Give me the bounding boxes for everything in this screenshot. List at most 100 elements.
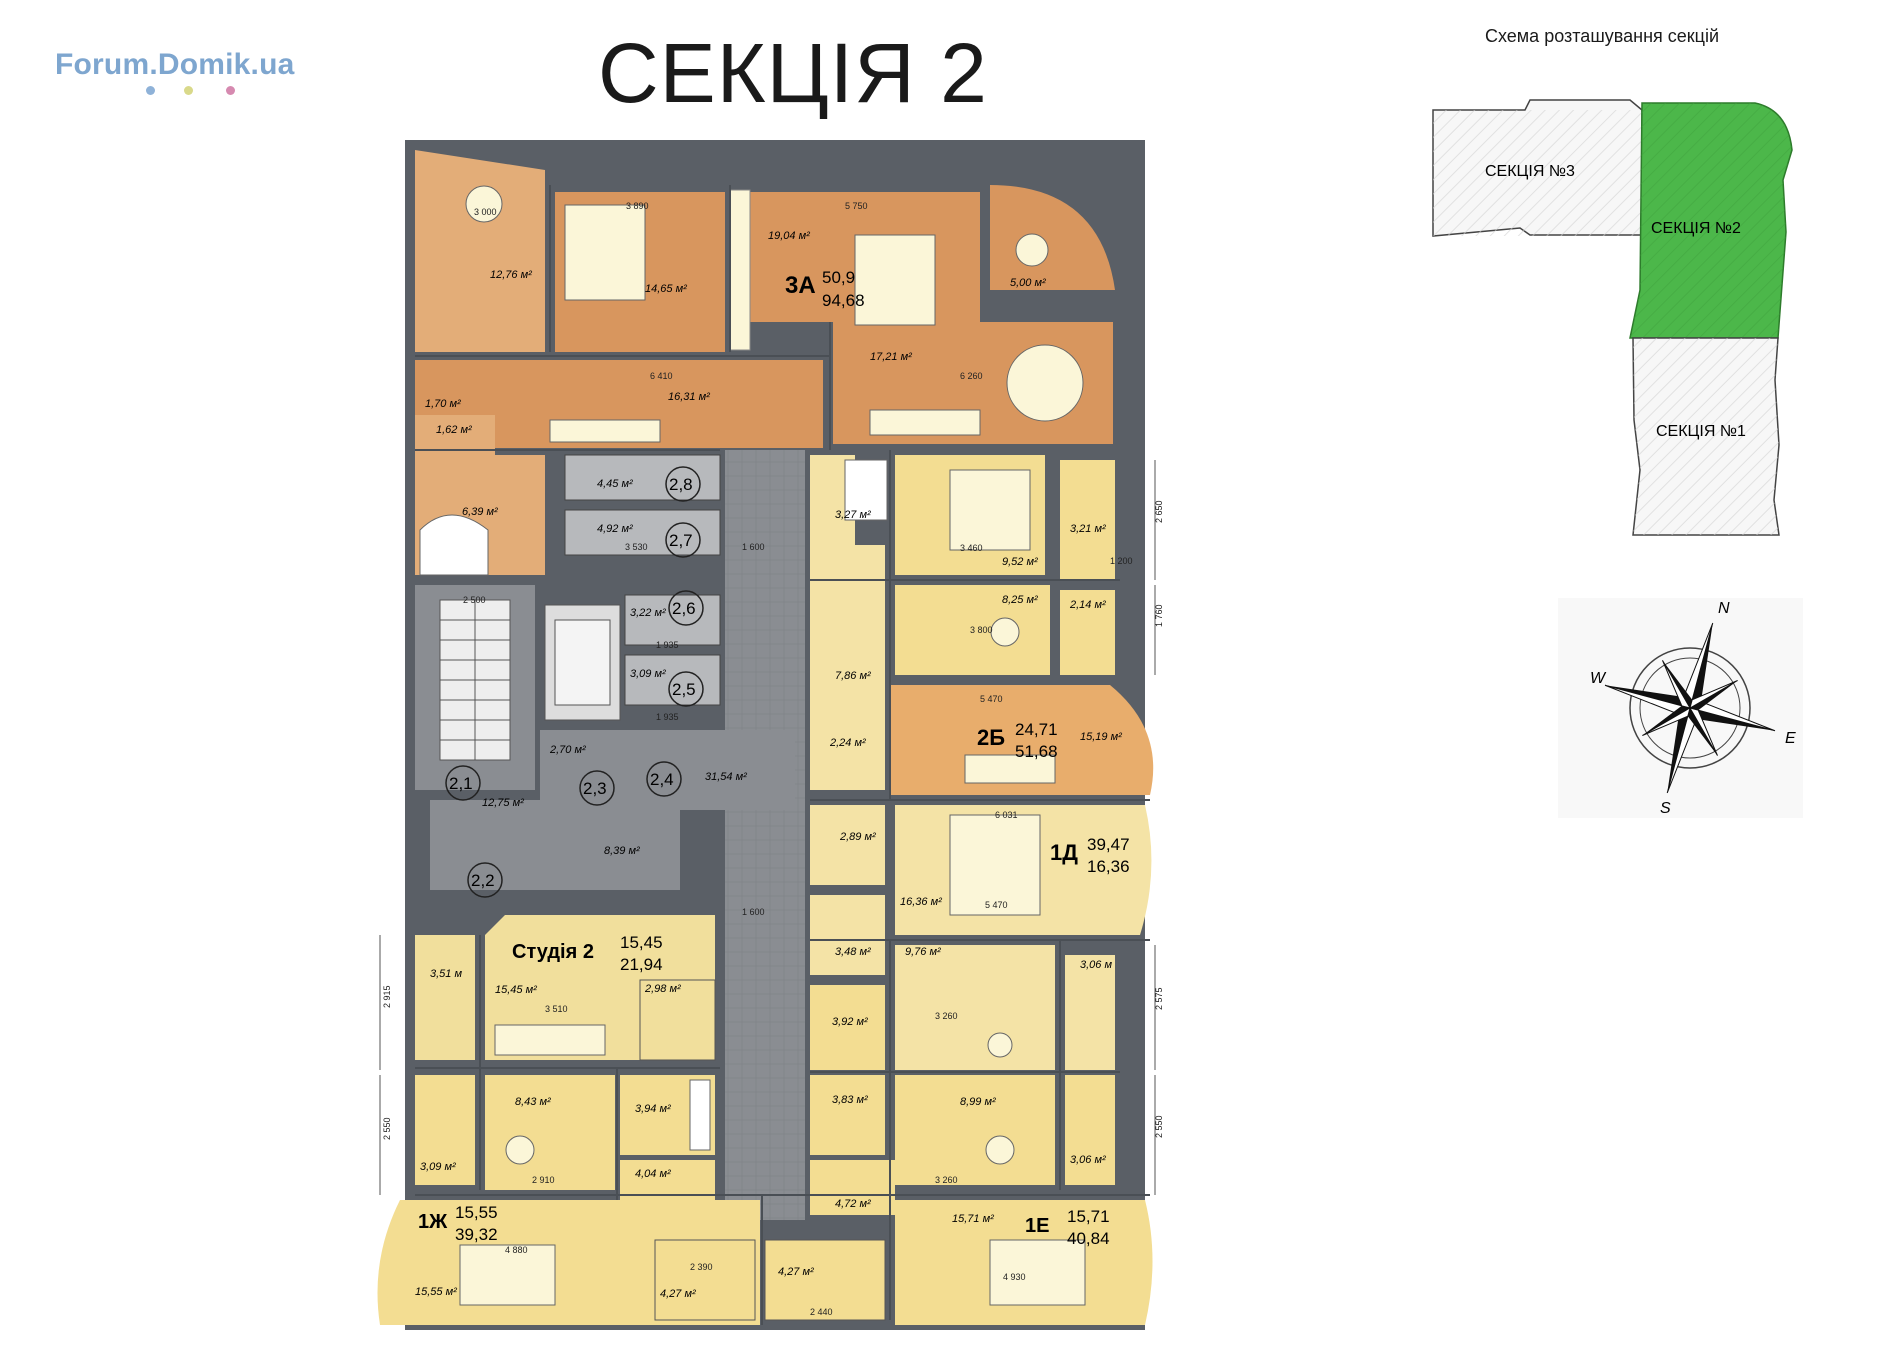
room-area: 8,39 м² <box>604 845 640 857</box>
dimension: 3 260 <box>935 1011 958 1021</box>
room-area: 31,54 м² <box>705 771 747 783</box>
room-area: 3,06 м <box>1080 959 1112 971</box>
room-area: 4,04 м² <box>635 1168 671 1180</box>
room-area: 2,70 м² <box>549 744 586 756</box>
svg-text:94,68: 94,68 <box>822 291 865 310</box>
dimension: 2 440 <box>810 1307 833 1317</box>
dimension: 6 410 <box>650 371 673 381</box>
dimension: 2 500 <box>463 595 486 605</box>
compass-west: W <box>1590 670 1607 687</box>
room-area: 4,72 м² <box>835 1198 871 1210</box>
section-3-hatch <box>1433 110 1642 236</box>
logo-dot-pink <box>226 86 235 95</box>
room-number: 2,8 <box>669 475 693 494</box>
room-area-labels: 12,76 м² 14,65 м² 19,04 м² 5,00 м² 17,21… <box>415 230 1122 1300</box>
common-core <box>415 450 805 1220</box>
logo-dot-yellow <box>184 86 193 95</box>
room-area: 9,76 м² <box>905 946 941 958</box>
svg-text:1Ж: 1Ж <box>418 1211 448 1233</box>
dimension: 3 890 <box>626 201 649 211</box>
dimension: 3 800 <box>970 625 993 635</box>
dimension: 1 935 <box>656 712 679 722</box>
compass-east: E <box>1785 730 1796 747</box>
apartment-label-3a: 3А 50,9 94,68 <box>785 268 865 310</box>
room-number-circle <box>579 770 615 806</box>
apartment-2b[interactable] <box>810 455 1154 795</box>
dimension: 2 915 <box>382 985 392 1008</box>
dimension: 6 031 <box>995 810 1018 820</box>
room-area: 5,00 м² <box>1010 277 1046 289</box>
room-area: 2,24 м² <box>829 737 866 749</box>
apartment-label-studio-2: Студія 2 15,45 21,94 <box>512 933 663 974</box>
room-area: 3,83 м² <box>832 1094 868 1106</box>
room-number-circle <box>665 466 701 502</box>
section-scheme-caption: Схема розташування секцій <box>1485 26 1720 46</box>
room-area: 15,19 м² <box>1080 731 1122 743</box>
room-area: 3,22 м² <box>630 607 666 619</box>
room-area: 6,39 м² <box>462 506 498 518</box>
room-area: 3,27 м² <box>835 509 871 521</box>
compass-rose-icon: N E S W <box>1558 598 1803 818</box>
room-area: 19,04 м² <box>768 230 810 242</box>
room-number-circle <box>668 590 704 626</box>
room-number: 2,1 <box>449 774 473 793</box>
apartment-1e[interactable] <box>764 985 1153 1325</box>
compass-south: S <box>1660 800 1671 817</box>
dimension: 2 650 <box>1154 500 1164 523</box>
dimension: 4 880 <box>505 1245 528 1255</box>
room-number-circle <box>668 671 704 707</box>
svg-text:1Е: 1Е <box>1025 1215 1049 1237</box>
svg-text:24,71: 24,71 <box>1015 720 1058 739</box>
apartment-studio-2[interactable] <box>415 915 716 1061</box>
page-title: СЕКЦІЯ 2 <box>598 26 988 120</box>
section-1-hatch <box>1633 338 1779 535</box>
dimension: 5 470 <box>985 900 1008 910</box>
apartment-label-2b: 2Б 24,71 51,68 <box>977 720 1058 761</box>
room-area: 1,70 м² <box>425 398 461 410</box>
room-area: 3,51 м <box>430 968 462 980</box>
room-area: 12,76 м² <box>490 269 532 281</box>
room-area: 2,98 м² <box>644 983 681 995</box>
apartment-3a[interactable] <box>415 150 1115 576</box>
section-scheme: СЕКЦІЯ №3 СЕКЦІЯ №2 СЕКЦІЯ №1 <box>1432 99 1793 536</box>
floor-plan: 3А 50,9 94,68 2Б 24,71 51,68 1Д 39,47 16… <box>377 140 1164 1330</box>
room-number-circle <box>445 765 481 801</box>
room-area: 3,06 м² <box>1070 1154 1106 1166</box>
dimension: 3 510 <box>545 1004 568 1014</box>
room-area: 7,86 м² <box>835 670 871 682</box>
room-area: 4,92 м² <box>597 523 633 535</box>
room-area: 12,75 м² <box>482 797 524 809</box>
room-number-circle <box>665 522 701 558</box>
dimension: 2 550 <box>382 1117 392 1140</box>
room-area: 3,09 м² <box>420 1161 456 1173</box>
room-area: 3,92 м² <box>832 1016 868 1028</box>
logo-dots <box>146 86 236 98</box>
room-area: 17,21 м² <box>870 351 912 363</box>
svg-text:16,36: 16,36 <box>1087 857 1130 876</box>
apartment-1d[interactable] <box>810 805 1152 1070</box>
dimension: 2 910 <box>532 1175 555 1185</box>
dimension: 1 200 <box>1110 556 1133 566</box>
room-number: 2,7 <box>669 531 693 550</box>
room-area: 8,99 м² <box>960 1096 996 1108</box>
room-area: 8,25 м² <box>1002 594 1038 606</box>
room-area: 4,45 м² <box>597 478 633 490</box>
svg-text:15,71: 15,71 <box>1067 1207 1110 1226</box>
room-area: 16,36 м² <box>900 896 942 908</box>
dimension-labels: 3 000 3 890 5 750 6 410 6 260 2 500 3 53… <box>382 201 1164 1317</box>
room-area: 15,71 м² <box>952 1213 994 1225</box>
logo-dot-blue <box>146 86 155 95</box>
room-number: 2,5 <box>672 680 696 699</box>
apartment-1zh[interactable] <box>377 1075 761 1325</box>
svg-text:15,55: 15,55 <box>455 1203 498 1222</box>
site-logo[interactable]: Forum.Domik.ua <box>55 48 295 81</box>
room-number: 2,6 <box>672 599 696 618</box>
dimension: 5 470 <box>980 694 1003 704</box>
room-number: 2,2 <box>471 871 495 890</box>
dimension: 6 260 <box>960 371 983 381</box>
dimension: 1 760 <box>1154 604 1164 627</box>
room-area: 14,65 м² <box>645 283 687 295</box>
apartment-label-1d: 1Д 39,47 16,36 <box>1050 835 1130 876</box>
svg-text:3А: 3А <box>785 272 816 299</box>
